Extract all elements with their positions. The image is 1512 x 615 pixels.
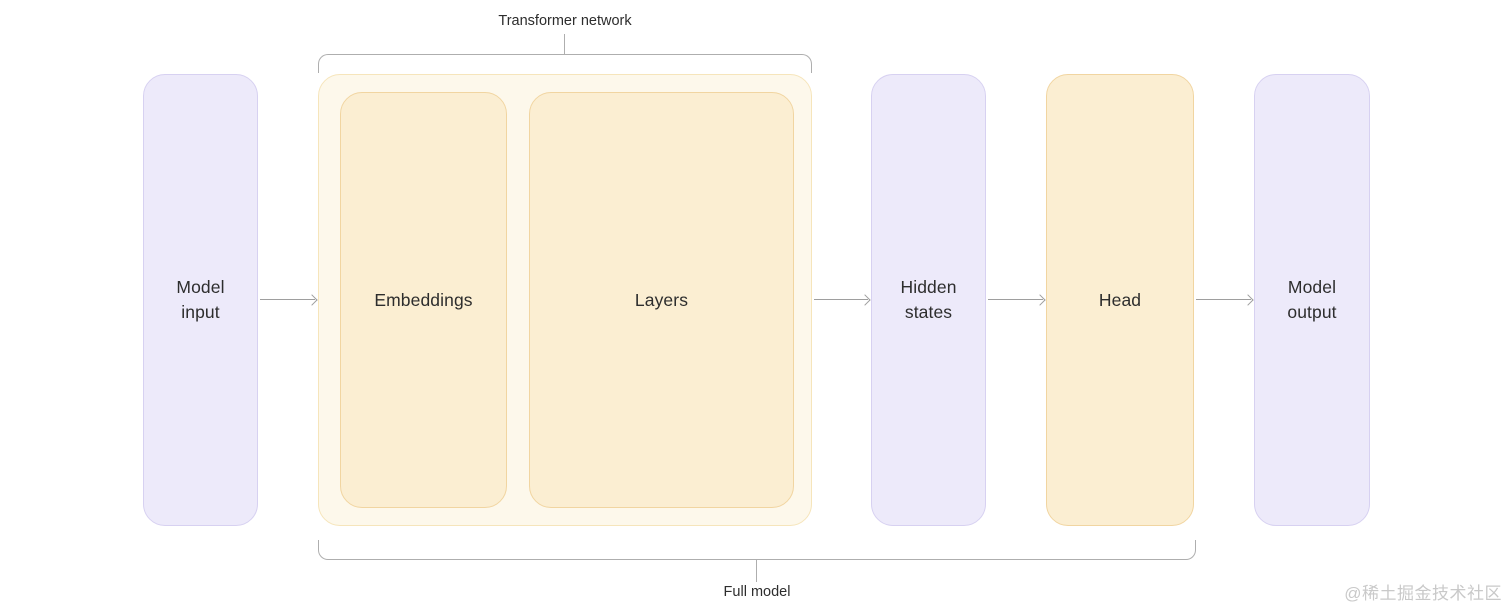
arrow-head-to-model-output xyxy=(1196,293,1254,307)
arrow-head-icon xyxy=(1034,293,1046,306)
full-model-label: Full model xyxy=(723,584,791,600)
node-model-input: Model input xyxy=(143,74,258,526)
node-layers-label: Layers xyxy=(634,289,689,310)
arrow-head-icon xyxy=(859,293,871,306)
node-model-output: Model output xyxy=(1254,74,1370,526)
arrow-line xyxy=(1196,299,1251,300)
arrow-line xyxy=(260,299,315,300)
node-embeddings: Embeddings xyxy=(340,92,507,508)
node-embeddings-label: Embeddings xyxy=(374,289,473,310)
watermark: @稀土掘金技术社区 xyxy=(1344,584,1502,603)
arrow-transformer-to-hidden-states xyxy=(814,293,871,307)
transformer-network-bracket-tick xyxy=(564,34,565,55)
node-hidden-states-label: Hidden states xyxy=(900,277,957,322)
node-layers: Layers xyxy=(529,92,794,508)
arrow-head-icon xyxy=(1242,293,1254,306)
arrow-hidden-states-to-head xyxy=(988,293,1046,307)
node-model-input-label: Model input xyxy=(176,277,225,322)
transformer-network-bracket xyxy=(318,54,812,73)
node-head-label: Head xyxy=(1098,289,1142,310)
node-model-output-label: Model output xyxy=(1287,277,1337,322)
arrow-line xyxy=(814,299,868,300)
node-hidden-states: Hidden states xyxy=(871,74,986,526)
node-head: Head xyxy=(1046,74,1194,526)
full-model-bracket-tick xyxy=(756,560,757,582)
arrow-model-input-to-transformer xyxy=(260,293,318,307)
transformer-network-label: Transformer network xyxy=(498,13,632,29)
arrow-head-icon xyxy=(306,293,318,306)
full-model-bracket xyxy=(318,540,1196,560)
arrow-line xyxy=(988,299,1043,300)
